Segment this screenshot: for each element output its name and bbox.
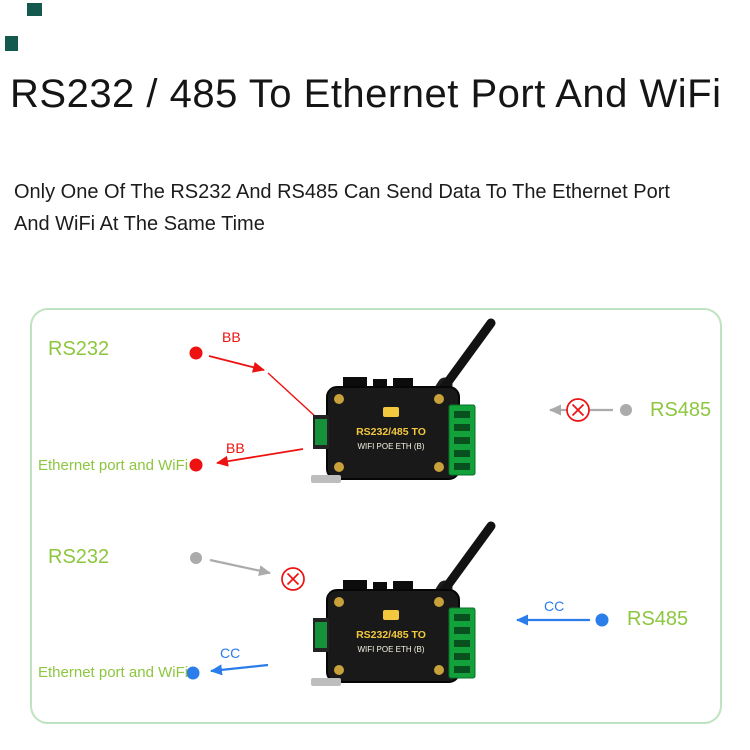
terminal-slot: [454, 627, 470, 634]
bottom-rs485-label: RS485: [627, 608, 689, 630]
terminal-slot: [454, 450, 470, 457]
device-label-line1: RS232/485 TO: [356, 629, 426, 641]
terminal-slot: [454, 666, 470, 673]
brand-logo: [383, 407, 399, 417]
wifi-antenna: [432, 318, 496, 402]
blocked-cross: [286, 572, 300, 586]
device-label-line1: RS232/485 TO: [356, 426, 426, 438]
bottom-out-arrow-tag: CC: [220, 645, 241, 661]
left-connector-green: [315, 419, 327, 445]
left-connector-green: [315, 622, 327, 648]
device-label-line2: WIFI POE ETH (B): [357, 645, 424, 654]
rs232-arrow: [208, 355, 265, 373]
corner-screw: [434, 597, 444, 607]
top-in-arrow-tag: BB: [222, 329, 241, 345]
corner-screw: [434, 462, 444, 472]
page-subtitle: Only One Of The RS232 And RS485 Can Send…: [14, 176, 670, 241]
bottom-in-arrow-tag: CC: [544, 598, 565, 614]
corner-artifact-2: [5, 36, 18, 51]
corner-screw: [334, 665, 344, 675]
corner-screw: [434, 394, 444, 404]
corner-screw: [434, 665, 444, 675]
terminal-slot: [454, 437, 470, 444]
corner-screw: [334, 394, 344, 404]
terminal-slot: [454, 614, 470, 621]
top-port-2: [373, 582, 387, 592]
top-out-arrow-tag: BB: [226, 440, 245, 456]
top-device-to-ethernet-flow: [189, 448, 304, 472]
terminal-slot: [454, 411, 470, 418]
device-label-line2: WIFI POE ETH (B): [357, 442, 424, 451]
bottom-rs232-label: RS232: [48, 546, 110, 568]
blocked-icon: [566, 398, 590, 422]
corner-screw: [334, 462, 344, 472]
terminal-slot: [454, 640, 470, 647]
brand-logo: [383, 610, 399, 620]
bottom-rs485-to-device-flow: [516, 613, 609, 627]
terminal-slot: [454, 463, 470, 470]
corner-artifact-1: [27, 3, 42, 16]
rs232-arrow: [209, 558, 271, 577]
ethernet-endpoint-dot: [189, 458, 203, 472]
rs485-endpoint-dot: [620, 404, 632, 416]
top-port-3: [393, 378, 413, 389]
subtitle-line-1: Only One Of The RS232 And RS485 Can Send…: [14, 181, 670, 203]
serial-server-device-bottom: RS232/485 TO WIFI POE ETH (B): [311, 521, 496, 686]
ethernet-endpoint-dot: [186, 666, 200, 680]
rs232-endpoint-dot: [189, 346, 203, 360]
corner-screw: [334, 597, 344, 607]
mounting-bracket: [311, 678, 341, 686]
top-rs485-label: RS485: [650, 399, 712, 421]
top-port-3: [393, 581, 413, 592]
wifi-antenna: [432, 521, 496, 605]
blocked-icon: [281, 567, 305, 591]
top-rs485-blocked-flow: [549, 398, 632, 422]
terminal-slot: [454, 424, 470, 431]
rs485-endpoint-dot: [595, 613, 609, 627]
terminal-slot: [454, 653, 470, 660]
mounting-bracket: [311, 475, 341, 483]
top-ethernet-label: Ethernet port and WiFi: [38, 457, 189, 474]
serial-server-device-top: RS232/485 TO WIFI POE ETH (B): [311, 318, 496, 483]
bottom-rs232-blocked-flow: [190, 552, 305, 591]
bottom-ethernet-label: Ethernet port and WiFi: [38, 664, 189, 681]
ethernet-arrow: [216, 448, 304, 467]
top-port-2: [373, 379, 387, 389]
top-rs232-label: RS232: [48, 338, 110, 360]
page-title: RS232 / 485 To Ethernet Port And WiFi: [10, 72, 722, 116]
ethernet-arrow: [210, 663, 269, 676]
blocked-cross: [571, 403, 585, 417]
bottom-device-to-ethernet-flow: [186, 663, 269, 680]
subtitle-line-2: And WiFi At The Same Time: [14, 213, 265, 236]
flow-arrows-layer: [186, 346, 632, 680]
rs232-endpoint-dot: [190, 552, 202, 564]
